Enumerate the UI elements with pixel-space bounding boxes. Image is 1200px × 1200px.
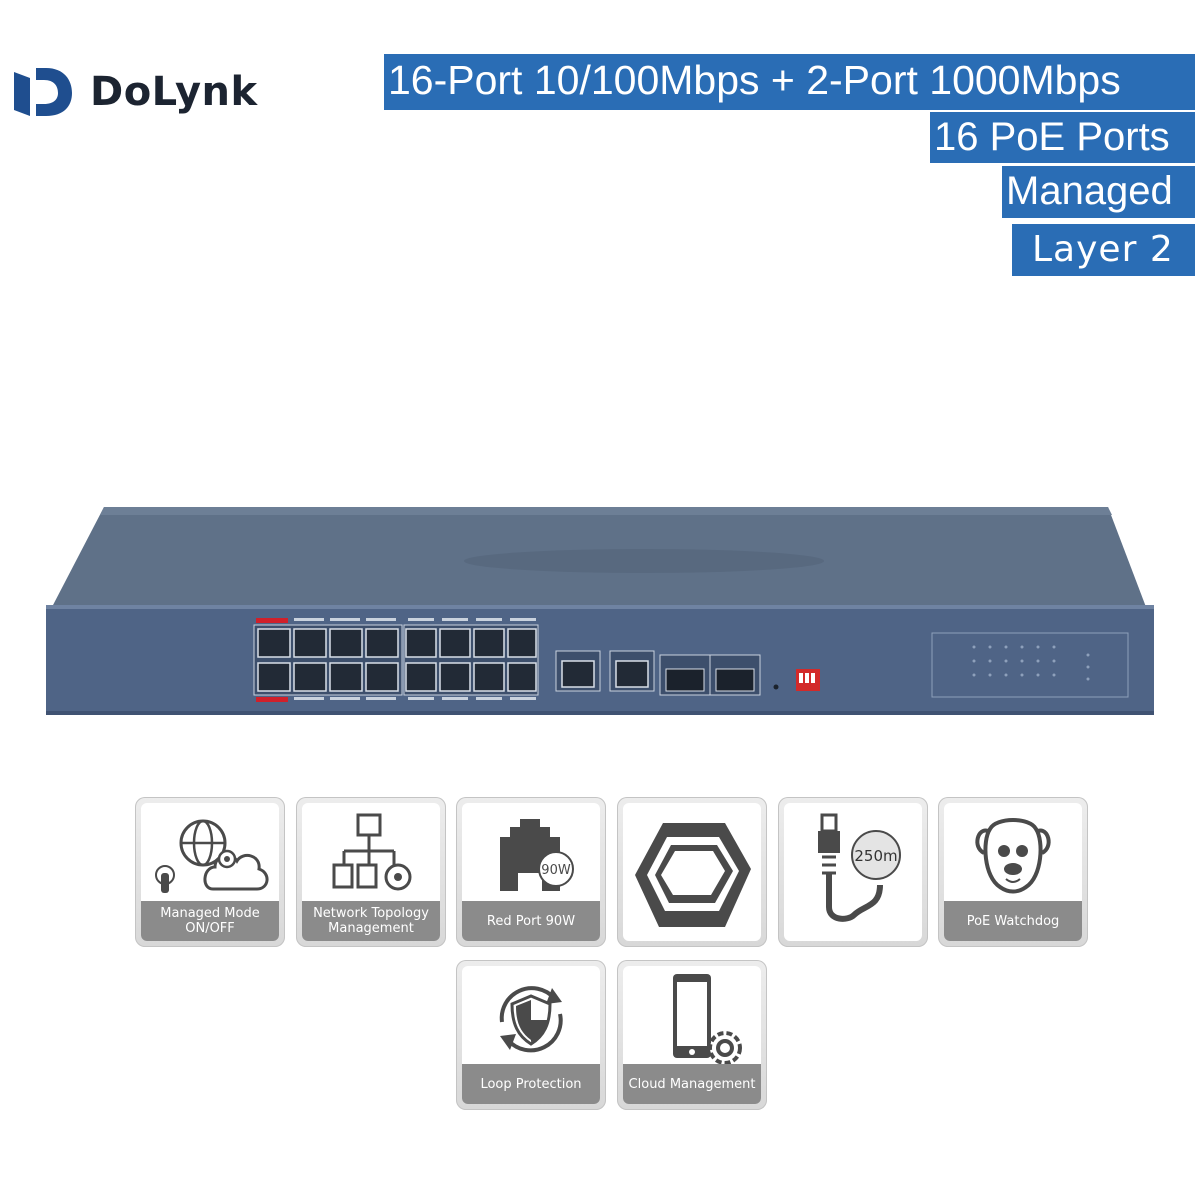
spec-tag-ports: 16-Port 10/100Mbps + 2-Port 1000Mbps	[384, 54, 1195, 110]
network-topology-icon	[332, 813, 412, 891]
brand-logo: DoLynk	[8, 64, 278, 120]
feature-250m-cable: 250m	[778, 797, 928, 947]
spec-tag-layer: Layer 2	[1012, 224, 1195, 276]
feature-hexagon	[617, 797, 767, 947]
brand-name: DoLynk	[90, 69, 258, 115]
cable-length-badge: 250m	[854, 847, 897, 865]
spec-tag-managed: Managed	[1002, 166, 1195, 218]
feature-managed-mode: Managed Mode ON/OFF	[135, 797, 285, 947]
feature-loop-protection: Loop Protection	[456, 960, 606, 1110]
hexagon-frame-icon	[635, 823, 751, 927]
dog-face-icon	[975, 818, 1051, 894]
poe-port-90w-icon: 90W	[500, 819, 574, 891]
feature-label: PoE Watchdog	[944, 901, 1082, 941]
feature-label: Managed Mode ON/OFF	[141, 901, 279, 941]
port-power-badge: 90W	[541, 863, 571, 878]
feature-label: Cloud Management	[623, 1064, 761, 1104]
spec-tag-poe: 16 PoE Ports	[930, 112, 1195, 163]
phone-gear-icon	[673, 974, 742, 1065]
feature-network-topology: Network Topology Management	[296, 797, 446, 947]
network-switch-image	[46, 507, 1154, 715]
cable-250m-icon: 250m	[818, 813, 901, 922]
feature-red-port: 90W Red Port 90W	[456, 797, 606, 947]
cloud-gear-icon	[155, 819, 269, 893]
feature-label: Loop Protection	[462, 1064, 600, 1104]
feature-label: Network Topology Management	[302, 901, 440, 941]
shield-loop-icon	[499, 986, 563, 1053]
feature-label: Red Port 90W	[462, 901, 600, 941]
dolynk-logo-icon	[14, 68, 72, 116]
feature-cloud-management: Cloud Management	[617, 960, 767, 1110]
feature-poe-watchdog: PoE Watchdog	[938, 797, 1088, 947]
